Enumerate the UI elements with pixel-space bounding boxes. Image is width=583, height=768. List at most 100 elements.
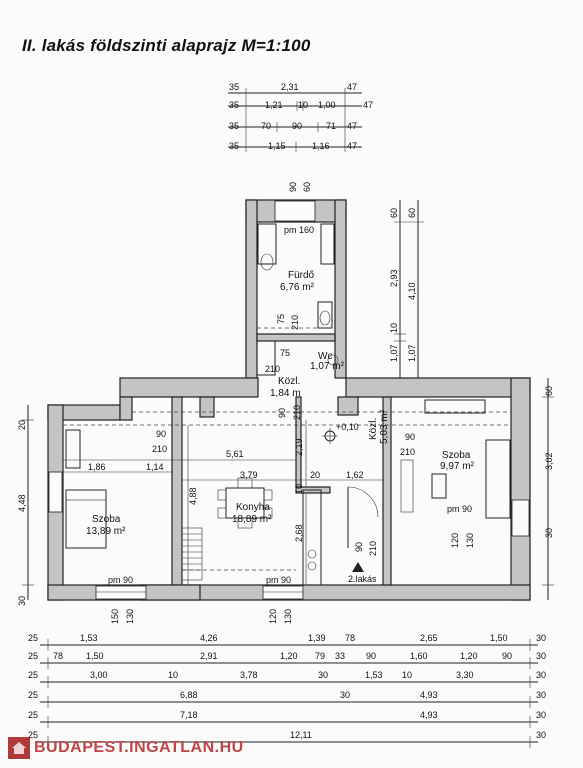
bottom-dim-value: 25 [28,651,38,661]
dim-488: 4,88 [188,487,198,505]
dim-r107b: 1,07 [407,344,417,362]
bottom-dim-value: 30 [340,690,350,700]
bottom-dim-value: 90 [502,651,512,661]
bottom-dim-value: 79 [315,651,325,661]
room-szoba1-name: Szoba [92,514,121,525]
bottom-dim-value: 10 [402,670,412,680]
watermark-text: BUDAPEST.INGATLAN.HU [34,739,244,756]
dim-top-2-mid2: 10 [298,100,308,110]
room-labels: Fürdő 6,76 m² Wc 1,07 m² Közl. 1,84 m Kö… [86,270,475,537]
dim-top-2-mid3: 1,00 [318,100,336,110]
windows [48,200,530,600]
right-dimensions: 60 60 2,93 4,10 10 1,07 1,07 60 3,02 30 [389,200,554,600]
label-d210e: 210 [292,405,302,420]
house-logo-icon [8,737,30,759]
bottom-dim-value: 30 [536,670,546,680]
dim-10: 10 [294,484,304,494]
bottom-dim-value: 4,93 [420,690,438,700]
label-d130a: 130 [125,609,135,624]
bottom-dim-value: 2,91 [200,651,218,661]
label-d210c: 210 [290,315,300,330]
dim-top-3-right: 47 [347,121,357,131]
room-szoba1-area: 13,89 m² [86,526,126,537]
label-entrance: 2.lakás [348,574,377,584]
room-konyha-name: Konyha [236,502,270,513]
dim-l20: 20 [17,420,27,430]
dim-219: 2,19 [294,438,304,456]
room-furdo-name: Fürdő [288,270,315,281]
inner-dimensions: 5,61 1,86 1,14 3,79 20 1,62 2,19 4,88 2,… [63,420,383,585]
label-d90d: 90 [277,408,287,418]
bottom-dim-value: 4,93 [420,710,438,720]
dim-top-1-right: 47 [347,82,357,92]
label-d75a: 75 [276,314,286,324]
bottom-dim-value: 1,53 [365,670,383,680]
bottom-dim-value: 3,78 [240,670,258,680]
label-d130c: 130 [465,533,475,548]
dashed-lines [63,327,511,571]
dim-top-4-mid2: 1,16 [312,141,330,151]
dim-r60a: 60 [389,208,399,218]
bottom-dim-value: 78 [345,633,355,643]
dim-top-2-mid1: 1,21 [265,100,283,110]
bottom-dim-value: 30 [536,690,546,700]
label-pm90-b: pm 90 [266,575,291,585]
bottom-dim-value: 30 [536,651,546,661]
label-d90c: 90 [288,182,298,192]
dim-top-4-left: 35 [229,141,239,151]
bottom-dim-value: 1,20 [280,651,298,661]
dim-top-4-mid1: 1,15 [268,141,286,151]
dim-r60b: 60 [407,208,417,218]
bottom-dim-value: 3,30 [456,670,474,680]
bottom-dim-value: 3,00 [90,670,108,680]
label-d150: 150 [110,609,120,624]
dim-r302: 3,02 [544,452,554,470]
bottom-dim-value: 30 [536,633,546,643]
label-d130b: 130 [283,609,293,624]
label-d210a: 210 [152,444,167,454]
room-szoba2-name: Szoba [442,450,471,461]
room-szoba2-area: 9,97 m² [440,461,475,472]
dim-561: 5,61 [226,449,244,459]
bottom-dim-value: 30 [318,670,328,680]
dim-l448: 4,48 [17,494,27,512]
room-konyha-area: 18,89 m² [232,514,272,525]
room-kozl2-name: Közl. [368,418,379,440]
dim-114: 1,14 [146,462,164,472]
bottom-dim-value: 33 [335,651,345,661]
label-d90b: 90 [405,432,415,442]
walls [47,199,531,601]
top-dimensions: 35 2,31 47 35 1,21 10 1,00 47 35 70 90 7… [228,82,373,152]
bottom-dim-value: 30 [536,710,546,720]
dim-379: 3,79 [240,470,258,480]
bottom-dim-value: 90 [366,651,376,661]
room-wc-name: Wc [318,351,332,362]
bottom-dim-value: 4,26 [200,633,218,643]
room-kozl1-area: 1,84 m [270,388,301,399]
bottom-dim-value: 7,18 [180,710,198,720]
label-level: +0,10 [336,422,359,432]
label-pm90-c: pm 90 [447,504,472,514]
label-d120b: 120 [450,533,460,548]
bottom-dim-value: 25 [28,633,38,643]
dim-l30: 30 [17,596,27,606]
dim-r10: 10 [389,323,399,333]
bottom-dim-value: 1,60 [410,651,428,661]
dim-20: 20 [310,470,320,480]
dim-top-3-mid3: 71 [326,121,336,131]
bottom-dim-value: 12,11 [290,730,312,740]
label-d120a: 120 [268,609,278,624]
label-d90-entrance: 90 [354,542,364,552]
bottom-dim-value: 1,50 [490,633,508,643]
bottom-dim-value: 1,20 [460,651,478,661]
bottom-dim-value: 25 [28,690,38,700]
room-kozl1-name: Közl. [278,376,300,387]
room-wc-area: 1,07 m² [310,361,345,372]
dim-268: 2,68 [294,524,304,542]
label-d210f: 210 [368,541,378,556]
bottom-dim-value: 2,65 [420,633,438,643]
label-pm90-a: pm 90 [108,575,133,585]
bottom-dim-value: 1,39 [308,633,326,643]
label-d210b: 210 [400,447,415,457]
